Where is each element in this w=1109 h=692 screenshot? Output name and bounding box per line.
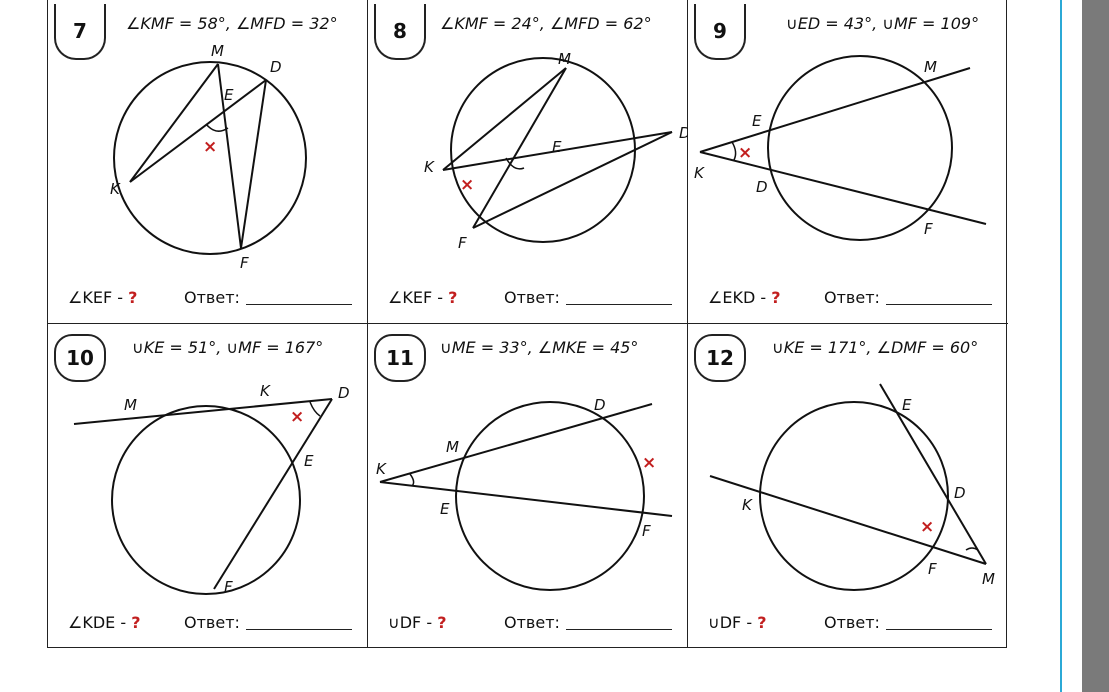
point-label: D — [954, 484, 966, 502]
question: ∠KDE - — [68, 613, 132, 632]
point-label: E — [552, 138, 562, 156]
question-row: ∪DF - ? Ответ: — [708, 613, 994, 632]
answer-blank[interactable] — [565, 629, 672, 630]
point-label: M — [982, 570, 995, 588]
point-label: M — [124, 396, 137, 414]
unknown-arc-mark: × — [642, 453, 656, 473]
answer-blank[interactable] — [245, 304, 352, 305]
point-label: F — [224, 578, 233, 596]
question-mark: ? — [131, 613, 141, 632]
answer-label: Ответ: — [824, 288, 880, 307]
question-mark: ? — [128, 288, 138, 307]
problem-card: 12 ∪KE = 171°, ∠DMF = 60° E D K F M × ∪D… — [688, 324, 1008, 648]
answer-label: Ответ: — [824, 613, 880, 632]
point-label: F — [928, 560, 937, 578]
geometry-figure: M D E K F × — [110, 42, 307, 272]
point-label: D — [756, 178, 768, 196]
problem-number: 9 — [694, 4, 746, 60]
question-row: ∠EKD - ? Ответ: — [708, 288, 994, 307]
point-label: E — [440, 500, 450, 518]
point-label: K — [694, 164, 705, 182]
point-label: F — [458, 234, 467, 252]
point-label: M — [558, 50, 571, 68]
problem-number: 8 — [374, 4, 426, 60]
question-mark: ? — [437, 613, 447, 632]
question: ∠KEF - — [388, 288, 449, 307]
point-label: M — [924, 58, 937, 76]
point-label: E — [224, 86, 234, 104]
answer-label: Ответ: — [504, 613, 560, 632]
answer-label: Ответ: — [184, 613, 240, 632]
problem-card: 11 ∪ME = 33°, ∠MKE = 45° D M K E F × ∪DF… — [368, 324, 688, 648]
question-row: ∠KEF - ? Ответ: — [68, 288, 353, 307]
unknown-arc-mark: × — [920, 517, 934, 537]
point-label: K — [424, 158, 435, 176]
point-label: E — [752, 112, 762, 130]
margin-line — [1060, 0, 1062, 692]
point-label: D — [679, 124, 688, 142]
given-values: ∪ED = 43°, ∪MF = 109° — [786, 14, 980, 33]
point-label: K — [742, 496, 753, 514]
point-label: D — [270, 58, 282, 76]
given-values: ∪ME = 33°, ∠MKE = 45° — [440, 338, 639, 357]
problem-card: 9 ∪ED = 43°, ∪MF = 109° M E K D F × ∠EKD… — [688, 0, 1008, 324]
geometry-figure: D M K E F × — [376, 396, 673, 591]
question-mark: ? — [757, 613, 767, 632]
point-label: E — [304, 452, 314, 470]
answer-blank[interactable] — [565, 304, 672, 305]
point-label: K — [110, 180, 121, 198]
point-label: F — [240, 254, 249, 272]
point-label: F — [642, 522, 651, 540]
point-label: M — [446, 438, 459, 456]
given-values: ∪KE = 171°, ∠DMF = 60° — [772, 338, 979, 357]
question-mark: ? — [448, 288, 458, 307]
given-values: ∠KMF = 58°, ∠MFD = 32° — [126, 14, 338, 33]
answer-label: Ответ: — [504, 288, 560, 307]
question-row: ∠KEF - ? Ответ: — [388, 288, 673, 307]
problem-number: 7 — [54, 4, 106, 60]
problem-card: 10 ∪KE = 51°, ∪MF = 167° M K D E F × ∠KD… — [48, 324, 368, 648]
question: ∪DF - — [388, 613, 438, 632]
problem-card: 8 ∠KMF = 24°, ∠MFD = 62° M D E K F × ∠KE… — [368, 0, 688, 324]
unknown-angle-mark: × — [738, 143, 752, 163]
answer-blank[interactable] — [885, 629, 992, 630]
problem-number: 11 — [374, 334, 426, 382]
point-label: K — [260, 382, 271, 400]
problem-grid: 7 ∠KMF = 58°, ∠MFD = 32° M D E K F × ∠KE… — [47, 0, 1008, 648]
point-label: K — [376, 460, 387, 478]
point-label: E — [902, 396, 912, 414]
point-label: D — [594, 396, 606, 414]
problem-card: 7 ∠KMF = 58°, ∠MFD = 32° M D E K F × ∠KE… — [48, 0, 368, 324]
unknown-angle-mark: × — [460, 175, 474, 195]
given-values: ∪KE = 51°, ∪MF = 167° — [132, 338, 324, 357]
geometry-figure: M E K D F × — [694, 55, 987, 241]
answer-blank[interactable] — [245, 629, 352, 630]
answer-label: Ответ: — [184, 288, 240, 307]
geometry-figure: E D K F M × — [709, 383, 995, 591]
question: ∠EKD - — [708, 288, 772, 307]
problem-number: 10 — [54, 334, 106, 382]
unknown-angle-mark: × — [203, 137, 217, 157]
unknown-angle-mark: × — [290, 407, 304, 427]
geometry-figure: M D E K F × — [424, 50, 688, 252]
scrollbar[interactable] — [1082, 0, 1109, 692]
problem-number: 12 — [694, 334, 746, 382]
point-label: F — [924, 220, 933, 238]
question-row: ∠KDE - ? Ответ: — [68, 613, 353, 632]
question-mark: ? — [771, 288, 781, 307]
given-values: ∠KMF = 24°, ∠MFD = 62° — [440, 14, 652, 33]
point-label: M — [211, 42, 224, 60]
question: ∪DF - — [708, 613, 758, 632]
question-row: ∪DF - ? Ответ: — [388, 613, 673, 632]
point-label: D — [338, 384, 350, 402]
geometry-figure: M K D E F × — [73, 382, 350, 596]
answer-blank[interactable] — [885, 304, 992, 305]
question: ∠KEF - — [68, 288, 129, 307]
